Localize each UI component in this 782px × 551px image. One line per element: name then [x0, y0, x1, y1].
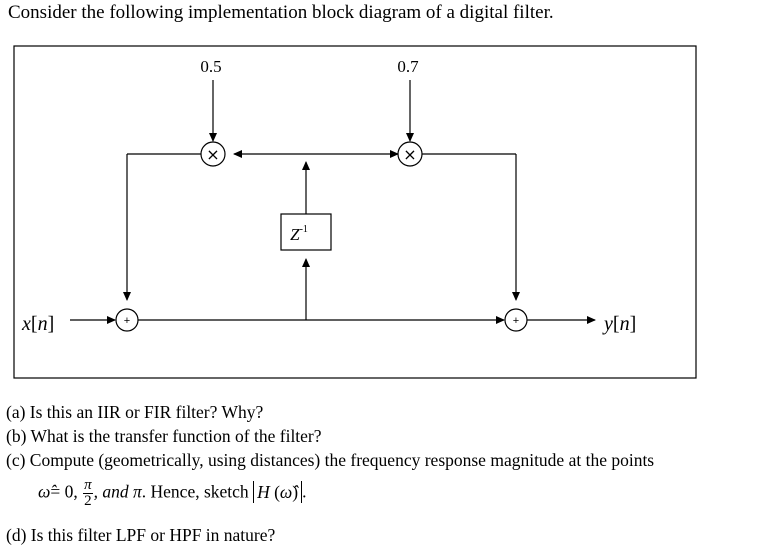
coef-right-label: 0.7 — [397, 57, 419, 76]
end-period: . — [302, 481, 307, 502]
delay-label: Z-1 — [290, 224, 308, 244]
left-adder-symbol: + — [124, 315, 130, 327]
and-word: , and — [93, 481, 133, 502]
block-diagram: x[n] + Z-1 0.5 0.7 × × + y[n] — [13, 45, 697, 379]
delay-block — [280, 213, 332, 251]
left-multiplier-symbol: × — [206, 145, 219, 164]
arg-close: ) — [292, 481, 299, 502]
question-a: (a) Is this an IIR or FIR filter? Why? — [6, 402, 264, 422]
right-adder-symbol: + — [513, 315, 519, 327]
problem-title: Consider the following implementation bl… — [8, 2, 554, 23]
diagram-frame — [13, 45, 697, 379]
omega-symbol: ω̂ — [38, 481, 51, 502]
magnitude-expression: H (ω̂) — [253, 480, 303, 503]
frac-numerator: π — [83, 477, 93, 494]
input-label: x[n] — [21, 313, 54, 335]
output-label: y[n] — [602, 313, 636, 335]
pi-symbol: π — [133, 481, 142, 502]
question-c: (c) Compute (geometrically, using distan… — [6, 450, 655, 470]
question-d: (d) Is this filter LPF or HPF in nature? — [6, 525, 276, 545]
H-symbol: H — [257, 481, 270, 502]
arg-omega: ω̂ — [279, 481, 293, 502]
frac-denominator: 2 — [84, 493, 92, 509]
right-multiplier-symbol: × — [403, 145, 416, 164]
equals-zero: = 0, — [50, 481, 78, 502]
coef-left-label: 0.5 — [200, 57, 221, 76]
arg-open: ( — [269, 481, 280, 502]
question-b: (b) What is the transfer function of the… — [6, 426, 322, 446]
hence-text: . Hence, sketch — [141, 481, 254, 502]
